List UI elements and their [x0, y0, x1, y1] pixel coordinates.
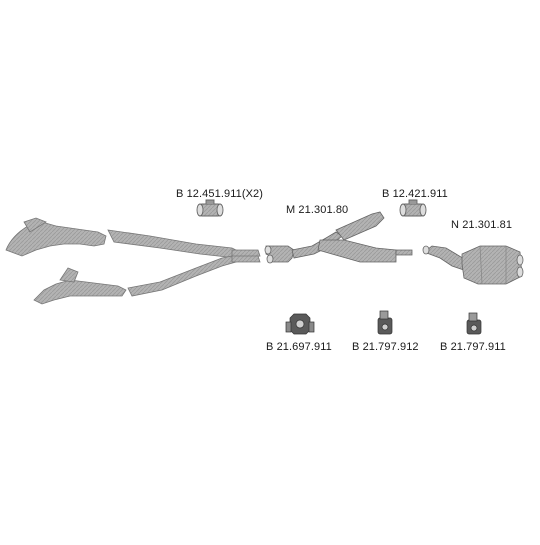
clamp-rear-label: B 12.421.911 [382, 188, 448, 200]
middle-pipe-label: M 21.301.80 [286, 204, 349, 216]
clamp-front-icon [196, 199, 224, 217]
rear-silencer [422, 245, 524, 285]
hanger-1-label: B 21.697.911 [266, 341, 332, 353]
clamp-front-label: B 12.451.911(X2) [176, 188, 264, 200]
rubber-hanger-1-icon [285, 313, 315, 335]
rear-silencer-label: N 21.301.81 [451, 219, 513, 231]
clamp-rear-icon [399, 199, 427, 217]
hanger-3-label: B 21.797.911 [440, 341, 506, 353]
rubber-hanger-3-icon [466, 312, 482, 335]
middle-pipe [264, 211, 413, 264]
rubber-hanger-2-icon [377, 310, 393, 335]
hanger-2-label: B 21.797.912 [352, 341, 419, 353]
front-exhaust-section [5, 217, 261, 305]
